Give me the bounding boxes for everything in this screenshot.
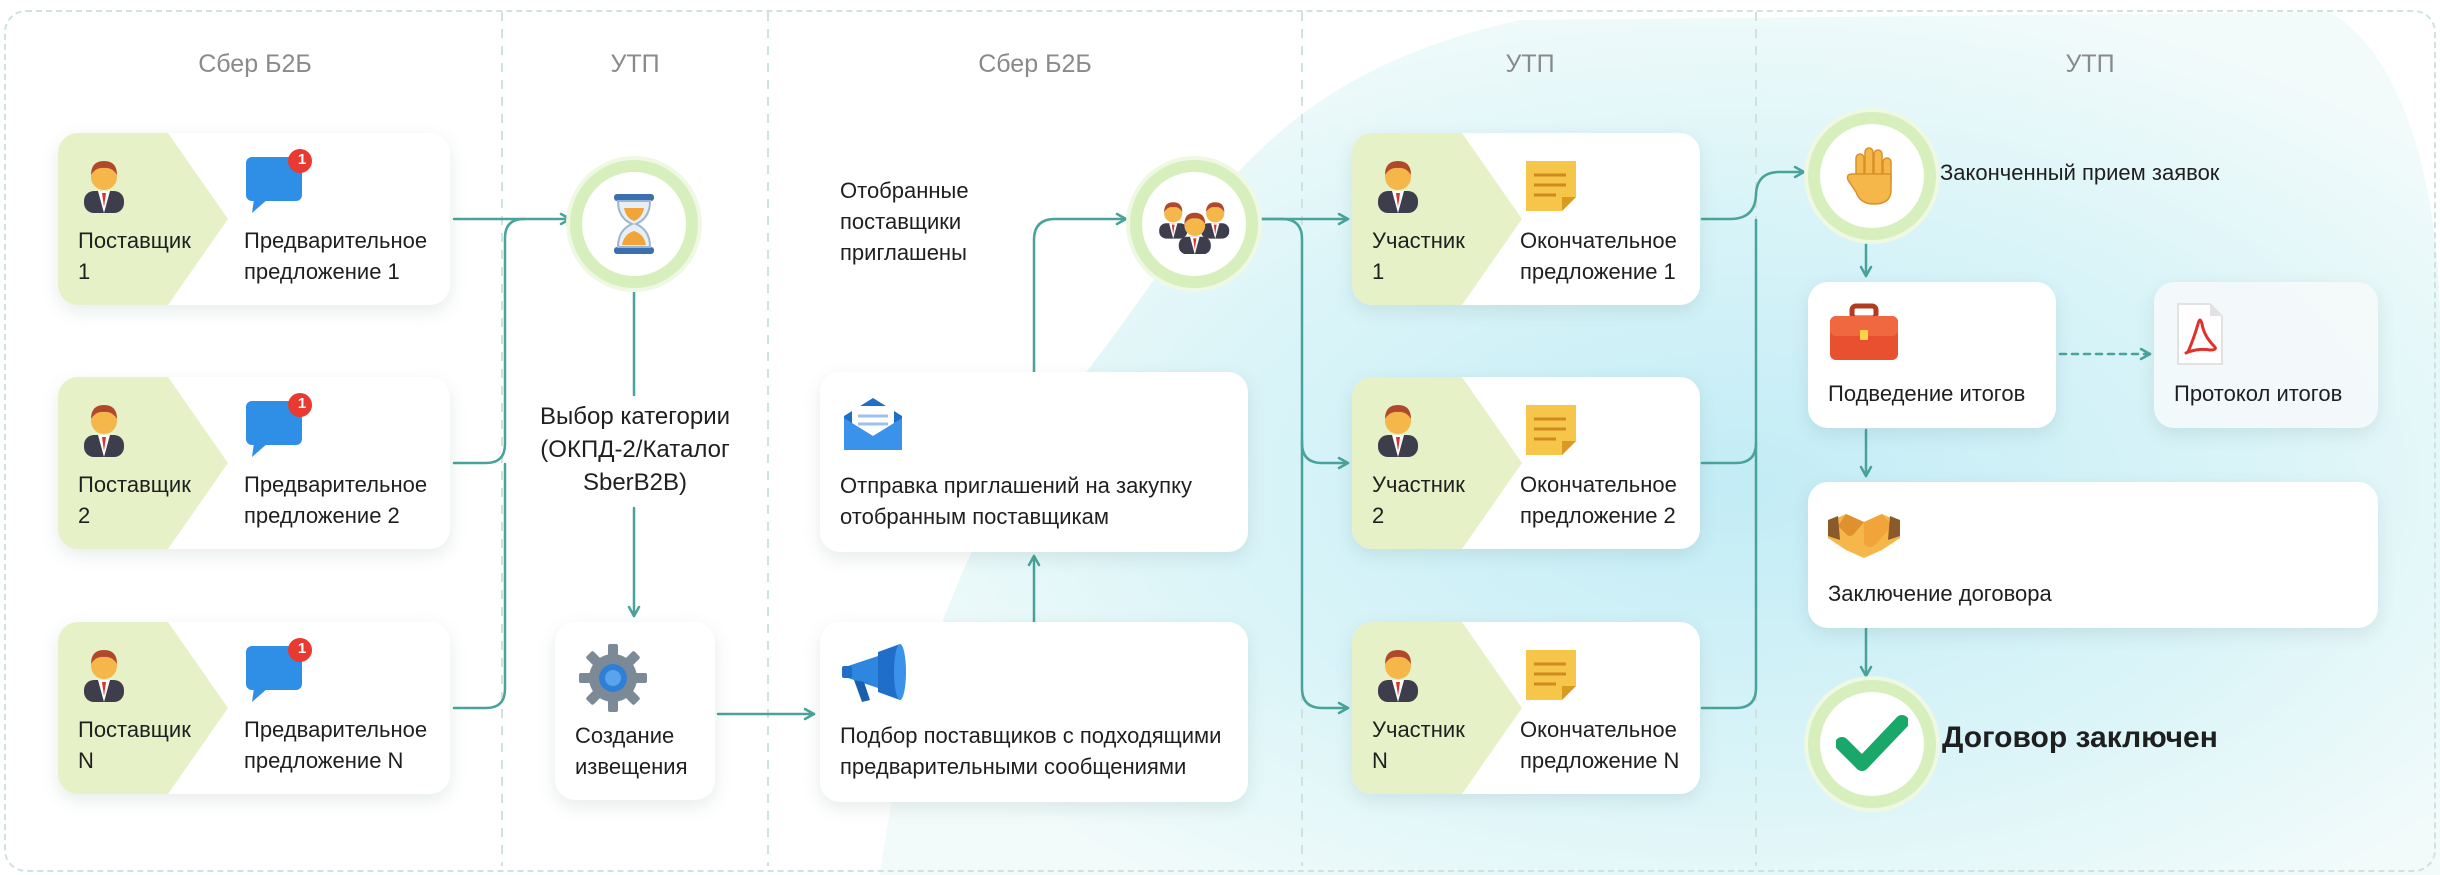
supplier-number: 1 [78, 259, 91, 284]
category-text: Выбор категории (ОКПД-2/Каталог SberB2B) [520, 400, 750, 499]
offer-label: Предварительное [244, 717, 428, 742]
person-icon [84, 405, 124, 457]
person-icon [1378, 405, 1418, 457]
notice-label: извещения [575, 754, 688, 779]
participant-role: Участник [1372, 717, 1465, 742]
envelope-icon [844, 398, 902, 450]
note-icon [1524, 403, 1578, 457]
offer-label: предложение 1 [244, 259, 400, 284]
participant-number: 2 [1372, 503, 1385, 528]
diagram-frame [4, 10, 2436, 872]
participant-role: Участник [1372, 472, 1465, 497]
supplier-role: Поставщик [78, 472, 191, 497]
lane-title: УТП [1505, 50, 1555, 78]
final-offer-label: Окончательное [1520, 228, 1677, 253]
participant-card-2: Участник 2 Окончательное предложение 2 [1352, 377, 1700, 549]
selected-line: Отобранные [840, 178, 969, 203]
chat-badge-icon [246, 393, 312, 457]
selection-label: предварительными сообщениями [840, 754, 1187, 779]
final-offer-label: предложение 1 [1520, 259, 1676, 284]
hourglass-node [570, 160, 698, 288]
participant-number: 1 [1372, 259, 1385, 284]
handshake-icon [1828, 514, 1900, 558]
hand-stop-icon [1846, 147, 1892, 205]
supplier-role: Поставщик [78, 228, 191, 253]
selected-label: Отобранные поставщики приглашены [840, 175, 969, 268]
notice-card: Создание извещения [555, 622, 715, 800]
participant-card-1: Участник 1 Окончательное предложение 1 [1352, 133, 1700, 305]
notification-badge: 1 [297, 151, 307, 168]
checkmark-icon [1836, 715, 1908, 771]
supplier-number: N [78, 748, 94, 773]
notification-badge: 1 [297, 640, 307, 657]
supplier-card-1: Поставщик 1 1 Предварительное предложени… [58, 133, 450, 305]
offer-label: Предварительное [244, 228, 428, 253]
signed-label: Договор заключен [1942, 721, 2218, 754]
supplier-number: 2 [78, 503, 91, 528]
group-node [1130, 160, 1258, 288]
supplier-role: Поставщик [78, 717, 191, 742]
invite-card: Отправка приглашений на закупку отобранн… [820, 372, 1248, 552]
contract-label: Заключение договора [1828, 581, 2052, 606]
participant-card-n: Участник N Окончательное предложение N [1352, 622, 1700, 794]
gear-icon [579, 644, 647, 712]
category-line: Выбор категории [539, 403, 731, 430]
protocol-label: Протокол итогов [2174, 381, 2343, 406]
final-offer-label: предложение 2 [1520, 503, 1676, 528]
lane-title: Сбер Б2Б [978, 50, 1092, 78]
supplier-card-n: Поставщик N 1 Предварительное предложени… [58, 622, 450, 794]
selected-line: приглашены [840, 240, 967, 265]
note-icon [1524, 648, 1578, 702]
chat-badge-icon [246, 638, 312, 702]
person-icon [84, 161, 124, 213]
offer-label: предложение 2 [244, 503, 400, 528]
participant-role: Участник [1372, 228, 1465, 253]
pdf-icon [2177, 303, 2223, 365]
closed-label: Законченный прием заявок [1940, 160, 2220, 185]
person-icon [84, 650, 124, 702]
protocol-card: Протокол итогов [2154, 282, 2378, 428]
invite-label: отобранным поставщикам [840, 504, 1109, 529]
note-icon [1524, 159, 1578, 213]
signed-node [1808, 680, 1936, 808]
notice-label: Создание [575, 723, 675, 748]
selection-card: Подбор поставщиков с подходящими предвар… [820, 622, 1248, 802]
person-icon [1378, 650, 1418, 702]
closed-node [1808, 112, 1936, 240]
lane-title: УТП [610, 50, 660, 78]
selected-line: поставщики [840, 209, 962, 234]
category-line: SberB2B) [582, 469, 688, 496]
megaphone-icon [842, 644, 906, 702]
final-offer-label: Окончательное [1520, 472, 1677, 497]
selection-label: Подбор поставщиков с подходящими [840, 723, 1222, 748]
final-offer-label: предложение N [1520, 748, 1680, 773]
final-offer-label: Окончательное [1520, 717, 1677, 742]
notification-badge: 1 [297, 395, 307, 412]
participant-number: N [1372, 748, 1388, 773]
offer-label: предложение N [244, 748, 404, 773]
offer-label: Предварительное [244, 472, 428, 497]
lane-title: Сбер Б2Б [198, 50, 312, 78]
briefcase-icon [1830, 303, 1898, 360]
supplier-card-2: Поставщик 2 1 Предварительное предложени… [58, 377, 450, 549]
summary-label: Подведение итогов [1828, 381, 2026, 406]
chat-badge-icon [246, 149, 312, 213]
hourglass-icon [614, 194, 654, 254]
contract-card: Заключение договора [1808, 482, 2378, 628]
group-icon [1159, 202, 1230, 254]
invite-label: Отправка приглашений на закупку [840, 473, 1192, 498]
category-line: (ОКПД-2/Каталог [540, 436, 730, 463]
person-icon [1378, 161, 1418, 213]
summary-card: Подведение итогов [1808, 282, 2056, 428]
lane-title: УТП [2065, 50, 2115, 78]
